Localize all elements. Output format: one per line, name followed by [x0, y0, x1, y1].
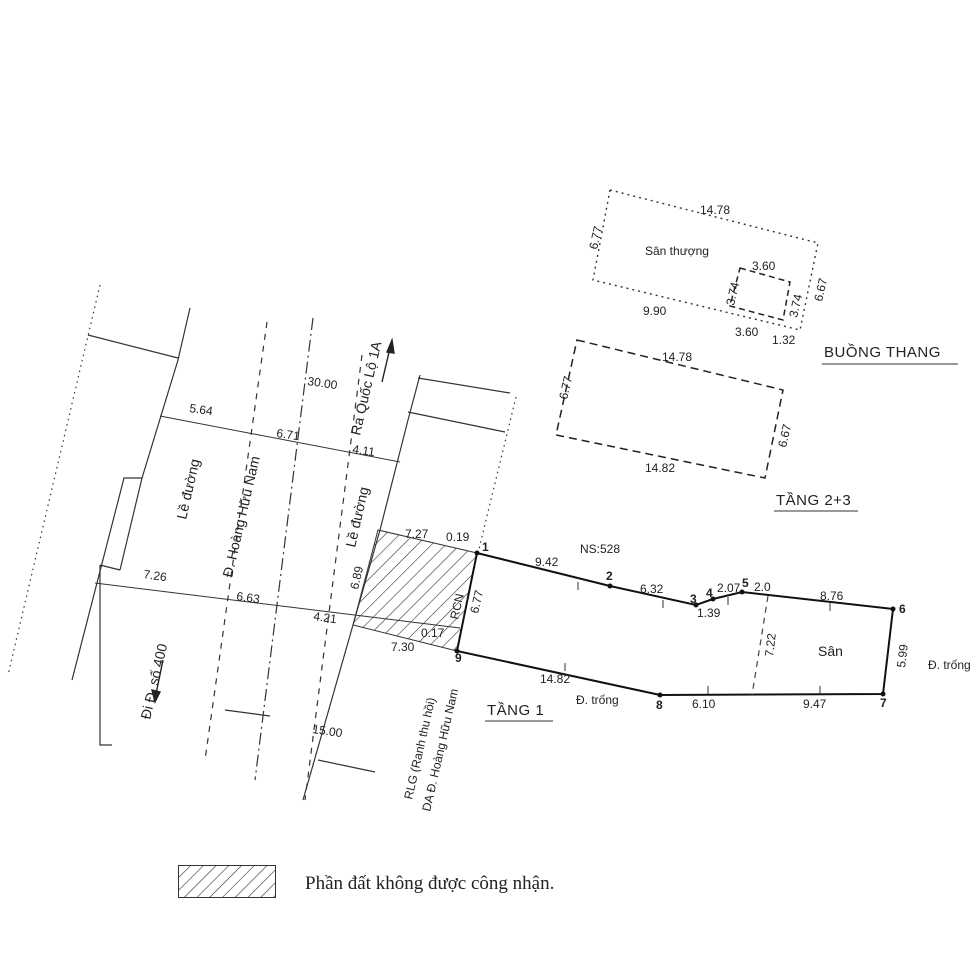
rcn-label: RCN [447, 592, 466, 620]
unrecognized-land-area [352, 529, 478, 652]
to-highway-label: Ra Quốc Lộ 1A [347, 339, 384, 437]
dim-edge-78b: 9.47 [803, 697, 827, 711]
dim-road-564: 5.64 [189, 401, 214, 418]
floor23-dim-right: 6.67 [775, 422, 794, 448]
vertex-2: 2 [606, 569, 613, 583]
dim-lot-677: 6.77 [467, 588, 486, 614]
dim-edge-45: 2.07 [717, 581, 741, 595]
sidewalk-left-label: Lề đường [173, 457, 202, 520]
vertex-3: 3 [690, 592, 697, 606]
dim-edge-56b: 8.76 [820, 589, 844, 603]
dim-road-15: 15.00 [312, 722, 344, 740]
vertex-5: 5 [742, 576, 749, 590]
rooftop-inner-left: 3.74 [723, 280, 742, 306]
vertex-7: 7 [880, 696, 887, 710]
ns-label: NS:528 [580, 542, 620, 556]
empty-land-right: Đ. trống [928, 658, 971, 672]
arrow-down-icon [151, 659, 164, 705]
street-name-label: Đ. Hoàng Hữu Nam [219, 454, 262, 578]
rooftop-label: Sân thượng [645, 244, 709, 258]
vertex-6: 6 [899, 602, 906, 616]
dim-edge-56a: 2.0 [754, 580, 771, 594]
dim-lot-730: 7.30 [391, 640, 415, 654]
rooftop-inner-box [729, 267, 791, 321]
dim-lot-689: 6.89 [347, 564, 366, 590]
dim-edge-67: 5.99 [894, 643, 911, 668]
floor23-dim-left: 6.77 [556, 374, 575, 400]
yard-divider [751, 595, 769, 696]
dim-road-671: 6.71 [276, 426, 301, 443]
dim-edge-89: 14.82 [540, 672, 570, 686]
to-road400-label: Đi Đ. số 400 [137, 642, 170, 721]
rooftop-dim-bottom: 9.90 [643, 304, 667, 318]
vertex-1: 1 [482, 540, 489, 554]
dim-road-421: 4.21 [313, 609, 338, 626]
rooftop-inner-right: 3.74 [786, 292, 805, 318]
rooftop-inner-offset: 1.32 [772, 333, 796, 347]
dim-road-663: 6.63 [236, 589, 261, 606]
legend-swatch [178, 865, 276, 898]
yard-label: Sân [818, 643, 843, 659]
dim-edge-12: 9.42 [535, 555, 559, 569]
dim-road-411: 4.11 [352, 442, 377, 459]
vertex-4: 4 [706, 586, 713, 600]
rooftop-dim-left: 6.77 [586, 224, 605, 250]
dim-edge-23: 6.32 [640, 582, 664, 596]
floor23-dim-top: 14.78 [662, 350, 692, 364]
dim-edge-34: 1.39 [697, 606, 721, 620]
rooftop-inner-top: 3.60 [752, 259, 776, 273]
floor1-title: TẦNG 1 [487, 702, 544, 719]
dim-inner: 7.22 [762, 632, 779, 657]
legend-label: Phần đất không được công nhận. [305, 873, 555, 894]
dim-edge-78a: 6.10 [692, 697, 716, 711]
arrow-up-icon [381, 337, 395, 383]
rooftop-outline [592, 189, 819, 331]
empty-land-bottom: Đ. trống [576, 693, 619, 707]
dim-lot-017: 0.17 [421, 626, 445, 640]
dim-road-30: 30.00 [307, 374, 339, 392]
floor23-title: TẦNG 2+3 [776, 492, 851, 509]
rooftop-dim-top: 14.78 [700, 203, 730, 217]
vertex-markers [454, 550, 896, 698]
dimension-ticks [564, 582, 831, 694]
stair-title: BUỒNG THANG [824, 343, 941, 361]
vertex-9: 9 [455, 651, 462, 665]
road-lines [7, 284, 517, 801]
floor23-outline [555, 339, 784, 479]
rooftop-inner-bottom: 3.60 [735, 325, 759, 339]
dim-lot-727: 7.27 [405, 527, 429, 541]
land-plot-boundary [455, 551, 895, 697]
sidewalk-right-label: Lề đường [342, 485, 371, 548]
floor23-dim-bottom: 14.82 [645, 461, 675, 475]
vertex-8: 8 [656, 698, 663, 712]
dim-road-726: 7.26 [143, 567, 168, 584]
rooftop-dim-right: 6.67 [811, 276, 830, 302]
dim-lot-019: 0.19 [446, 530, 470, 544]
